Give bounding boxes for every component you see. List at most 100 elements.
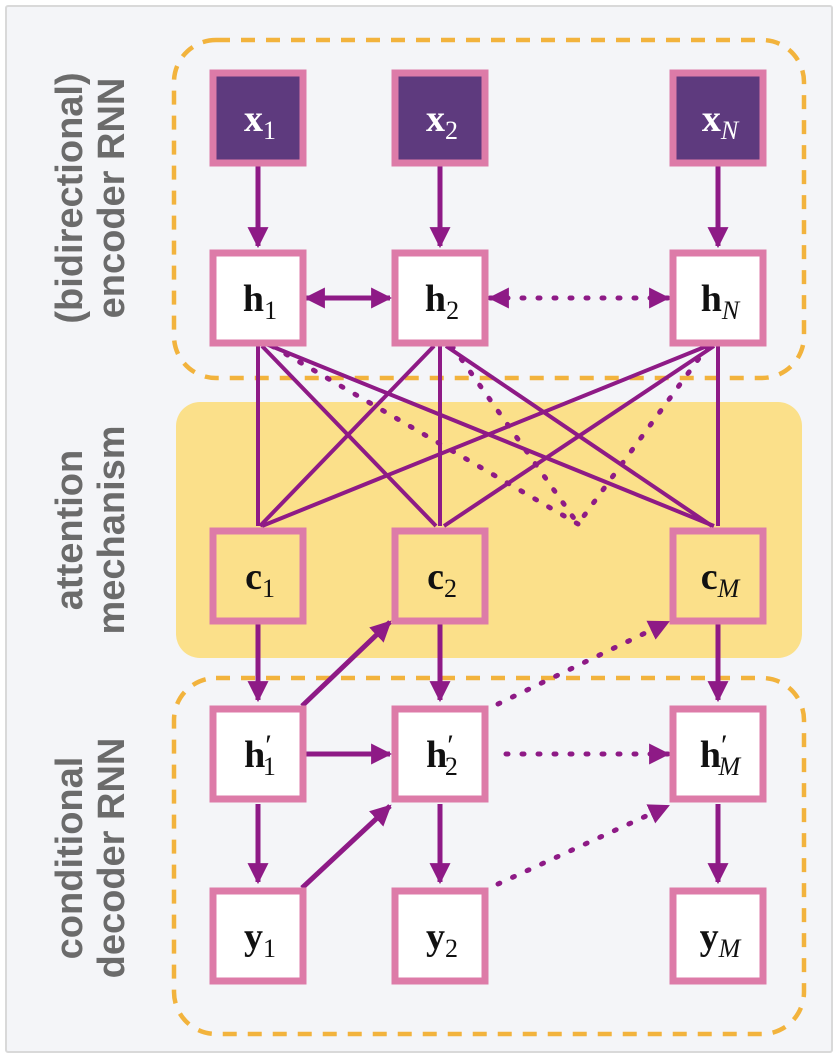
node-c1: c1: [209, 527, 307, 625]
node-hp2-index: 2: [445, 752, 458, 781]
node-y1: y1: [209, 887, 307, 985]
decoder-label-line1: conditional: [49, 757, 91, 960]
node-yM-label: yM: [700, 916, 742, 963]
node-yM-box: [669, 887, 767, 985]
node-cM-index: M: [717, 574, 741, 603]
encoder-region: [171, 37, 807, 381]
node-c2: c2: [391, 527, 489, 625]
node-hpM-prime: ′: [721, 729, 728, 762]
node-h2-index: 2: [446, 296, 459, 325]
node-h2-box: [391, 249, 489, 347]
node-cM: cM: [669, 527, 767, 625]
node-yM: yM: [669, 887, 767, 985]
arrow-y1-hp2: [300, 804, 392, 890]
node-hp2-box: [391, 705, 489, 803]
node-c2-label: c2: [427, 556, 457, 603]
node-x2-label: x2: [426, 98, 458, 145]
node-h2-label: h2: [425, 278, 459, 325]
attention-connections: [256, 342, 720, 528]
node-yM-index: M: [718, 934, 742, 963]
node-hp1-symbol: h: [244, 734, 265, 776]
attention-mechanism-band: [176, 402, 802, 658]
node-c2-symbol: c: [427, 556, 444, 598]
node-x2-box: [391, 69, 489, 167]
encoder-label-line2: encoder RNN: [91, 78, 133, 319]
node-cM-symbol: c: [701, 556, 718, 598]
node-hpM-label: h′M: [700, 729, 742, 781]
attention-label-line1: attention: [49, 450, 91, 610]
node-y1-index: 1: [263, 934, 276, 963]
node-hN-symbol: h: [701, 278, 722, 320]
node-xN-label: xN: [702, 98, 740, 145]
decoder-label-line2: decoder RNN: [91, 738, 133, 979]
attention-line-hN-c2: [442, 344, 716, 528]
attention-line-h2-c1: [258, 344, 436, 528]
node-xN-index: N: [720, 116, 740, 145]
node-hp1-index: 1: [263, 752, 276, 781]
arrow-hp2-cM-dotted: [495, 619, 671, 707]
node-c2-box: [391, 527, 489, 625]
node-yM-symbol: y: [700, 916, 719, 958]
node-hp1-prime: ′: [265, 729, 272, 762]
node-h2-symbol: h: [425, 278, 446, 320]
node-c1-box: [209, 527, 307, 625]
node-xN-box: [669, 69, 767, 167]
node-hp2: h′2: [391, 705, 489, 803]
attention-label-line2: mechanism: [91, 425, 133, 634]
node-x1-symbol: x: [244, 98, 263, 140]
attention-dotted-h1: [269, 343, 581, 527]
node-hN: hN: [669, 249, 767, 347]
arrows: [247, 166, 729, 890]
node-hN-label: hN: [701, 278, 741, 325]
node-h1-index: 1: [264, 296, 277, 325]
node-y1-symbol: y: [244, 916, 263, 958]
attention-line-hN-c1: [261, 342, 713, 528]
node-hpM-index: M: [718, 752, 742, 781]
arrow-hp1-c2: [300, 620, 392, 708]
node-xN-symbol: x: [702, 98, 721, 140]
node-hN-index: N: [721, 296, 741, 325]
node-y2: y2: [391, 887, 489, 985]
node-y2-symbol: y: [426, 916, 445, 958]
node-hp2-symbol: h: [426, 734, 447, 776]
node-c1-symbol: c: [245, 556, 262, 598]
node-y2-box: [391, 887, 489, 985]
node-y1-label: y1: [244, 916, 276, 963]
node-hpM: h′M: [669, 705, 767, 803]
node-h1: h1: [209, 249, 307, 347]
node-x2-index: 2: [445, 116, 458, 145]
node-x1-box: [209, 69, 307, 167]
node-hp2-label: h′2: [426, 729, 458, 781]
node-c1-label: c1: [245, 556, 275, 603]
arrow-y2-hpM-dotted: [495, 803, 671, 887]
node-h2: h2: [391, 249, 489, 347]
node-xN: xN: [669, 69, 767, 167]
node-hpM-box: [669, 705, 767, 803]
node-x2: x2: [391, 69, 489, 167]
node-y2-label: y2: [426, 916, 458, 963]
node-h1-box: [209, 249, 307, 347]
node-x1: x1: [209, 69, 307, 167]
node-y2-index: 2: [445, 934, 458, 963]
encoder-label-line1: (bidirectional): [49, 72, 91, 323]
node-c1-index: 1: [262, 574, 275, 603]
attention-dotted-hN: [575, 343, 711, 527]
node-h1-label: h1: [243, 278, 277, 325]
node-cM-box: [669, 527, 767, 625]
node-cM-label: cM: [701, 556, 741, 603]
node-y1-box: [209, 887, 307, 985]
node-c2-index: 2: [444, 574, 457, 603]
node-h1-symbol: h: [243, 278, 264, 320]
attention-dotted-h2: [449, 343, 581, 527]
node-hN-box: [669, 249, 767, 347]
node-hp2-prime: ′: [447, 729, 454, 762]
node-hp1-box: [209, 705, 307, 803]
node-x1-label: x1: [244, 98, 276, 145]
node-hp1: h′1: [209, 705, 307, 803]
node-x2-symbol: x: [426, 98, 445, 140]
node-hp1-label: h′1: [244, 729, 276, 781]
node-hpM-symbol: h: [700, 734, 721, 776]
